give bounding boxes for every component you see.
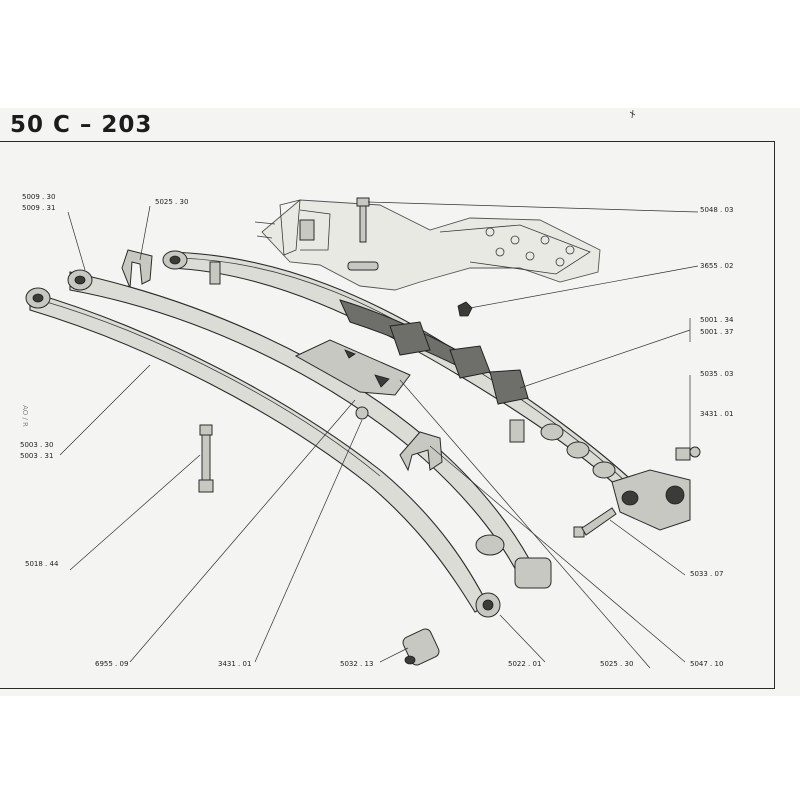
- part-label-5025-30-top: 5025 . 30: [155, 198, 189, 206]
- chassis-frame-bracket: [254, 199, 601, 291]
- margin-note: AO / R: [20, 405, 29, 427]
- main-leaf-lower: [25, 287, 501, 618]
- part-label-3655-02: 3655 . 02: [700, 262, 734, 270]
- part-label-5009-31: 5009 . 31: [22, 204, 56, 212]
- stray-marks: [629, 109, 636, 119]
- part-label-6955-09: 6955 . 09: [95, 660, 129, 668]
- part-label-5009-30: 5009 . 30: [22, 193, 56, 201]
- bolt-5048-03: [356, 197, 370, 243]
- part-label-5003-31: 5003 . 31: [20, 452, 54, 460]
- main-leaf-upper: [67, 269, 552, 589]
- spring-shackle-5025-30-top: [121, 249, 153, 289]
- spring-bracket-mid: [399, 431, 443, 472]
- grease-nipple-3655-02: [457, 301, 473, 317]
- part-label-5018-44: 5018 . 44: [25, 560, 59, 568]
- part-label-5003-30: 5003 . 30: [20, 441, 54, 449]
- page-title: 50 C – 203: [10, 112, 153, 138]
- catalog-sheet: [0, 108, 800, 696]
- part-label-5048-03: 5048 . 03: [700, 206, 734, 214]
- part-label-5022-01: 5022 . 01: [508, 660, 542, 668]
- nut-3431-01-center: [355, 406, 369, 420]
- part-label-5035-03: 5035 . 03: [700, 370, 734, 378]
- centre-bolt-5018-44: [198, 424, 214, 493]
- part-label-5032-13: 5032 . 13: [340, 660, 374, 668]
- spring-eye-bracket-rear: [611, 446, 701, 531]
- part-label-3431-01-bottom: 3431 . 01: [218, 660, 252, 668]
- leader-lines: [59, 201, 699, 669]
- part-label-5033-07: 5033 . 07: [690, 570, 724, 578]
- part-label-5001-34: 5001 . 34: [700, 316, 734, 324]
- part-label-3431-01-right: 3431 . 01: [700, 410, 734, 418]
- part-label-5047-10: 5047 . 10: [690, 660, 724, 668]
- part-label-5025-30-bottom: 5025 . 30: [600, 660, 634, 668]
- diagram-frame: [0, 141, 775, 689]
- spring-clamp-plate-5047-10: [294, 339, 411, 396]
- rubber-bush-5032-13: [402, 628, 440, 666]
- shackle-bolt-5033-07: [573, 507, 617, 538]
- part-label-5001-37: 5001 . 37: [700, 328, 734, 336]
